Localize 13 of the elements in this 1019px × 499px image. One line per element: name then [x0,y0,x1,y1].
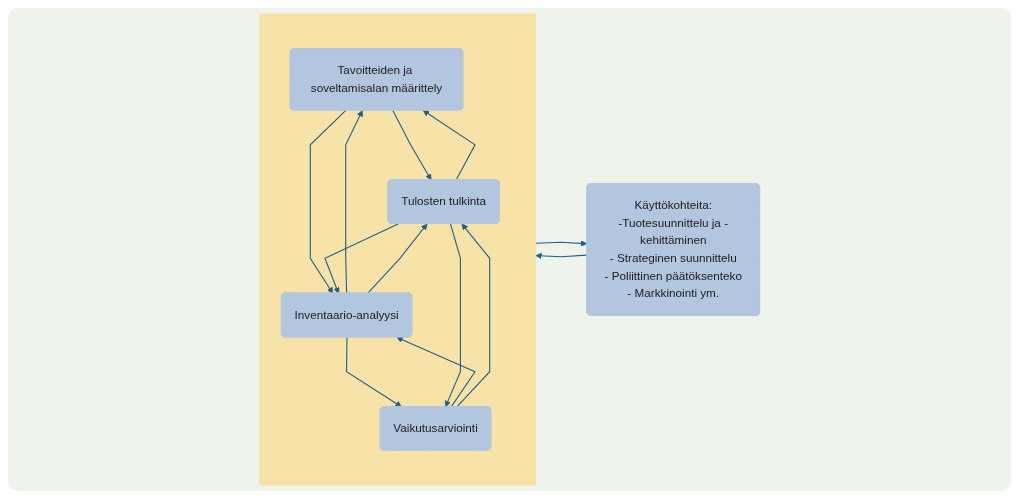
arrow [535,252,588,260]
arrow [444,223,461,408]
arrow [324,223,399,294]
arrow [392,109,432,181]
arrow [456,223,491,408]
arrow [422,110,476,181]
cluster [259,13,537,486]
arrow [535,240,588,247]
arrow [346,336,402,408]
arrow [309,109,347,294]
arrow [345,110,363,294]
arrow [396,336,476,408]
arrow [367,223,428,294]
